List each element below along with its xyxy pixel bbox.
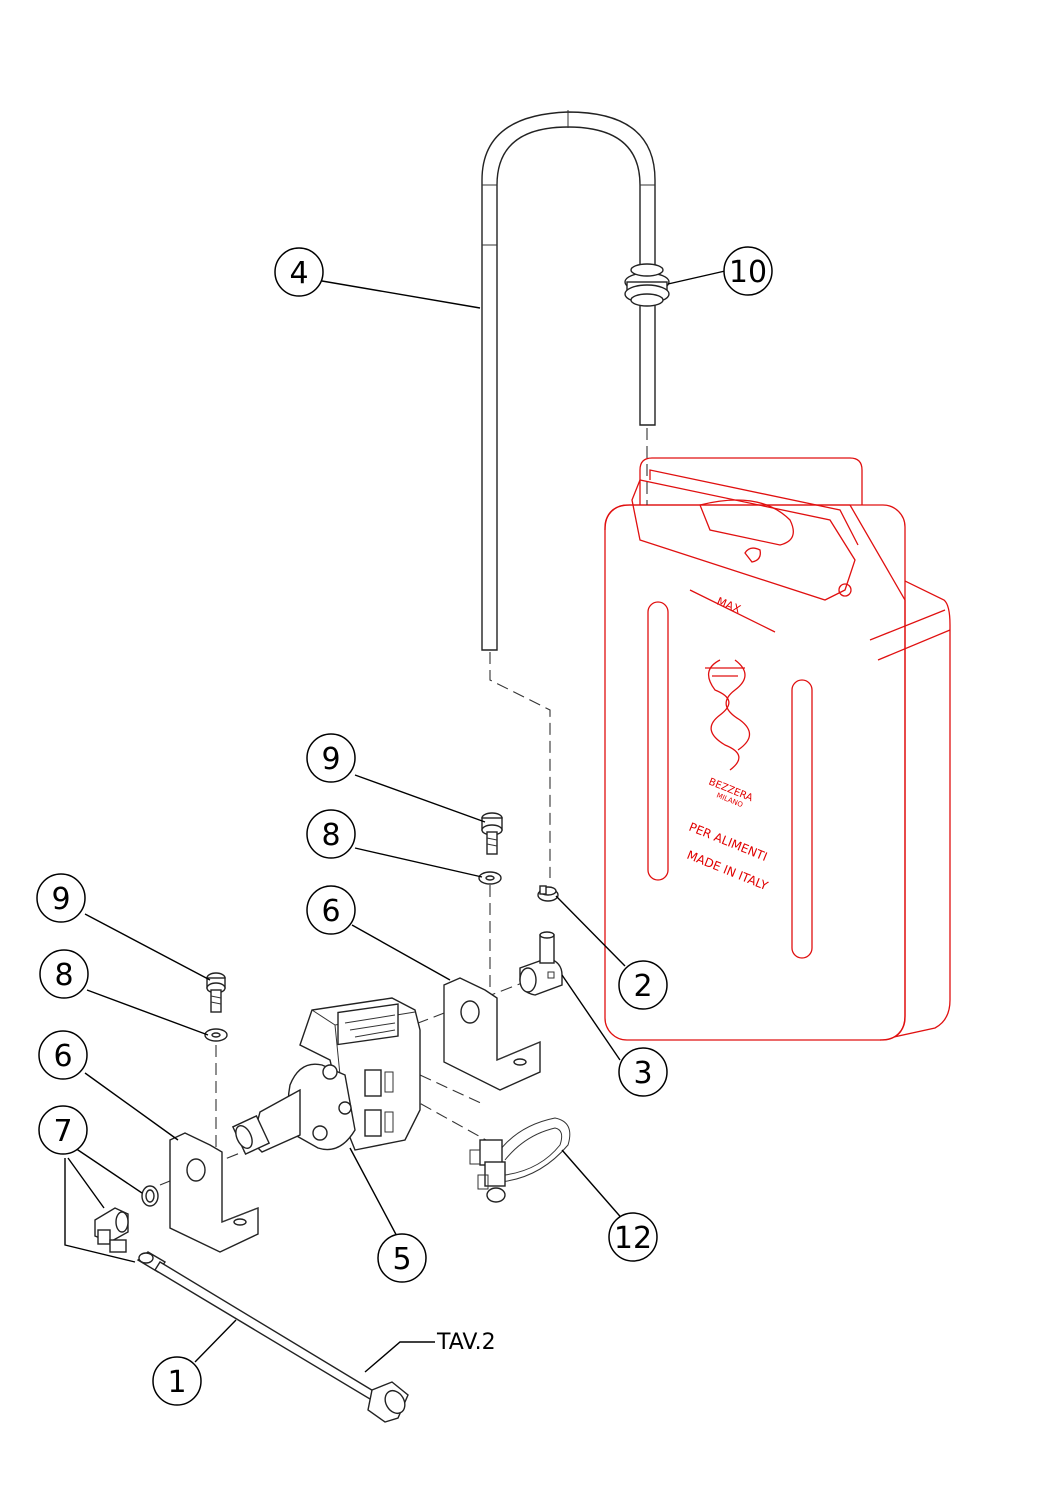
callout-9-lower: 9 (36, 873, 86, 923)
screw-part-9-upper (481, 812, 503, 855)
callout-6-upper-label: 6 (321, 894, 340, 929)
callout-5-label: 5 (392, 1242, 411, 1277)
callout-9-upper-label: 9 (321, 742, 340, 777)
water-tank: MAX BEZZERA MILANO PER ALIMENTI MADE IN … (604, 457, 951, 1041)
fitting-ring-part-7 (141, 1185, 159, 1207)
callout-6-upper: 6 (306, 885, 356, 935)
silicone-tube-part-4 (481, 110, 670, 651)
callout-9-lower-label: 9 (51, 882, 70, 917)
callout-7: 7 (38, 1105, 88, 1155)
callout-4-label: 4 (289, 256, 308, 291)
callout-5: 5 (377, 1233, 427, 1283)
vibration-pump-part-5 (231, 997, 421, 1156)
callout-4: 4 (274, 247, 324, 297)
callout-1-label: 1 (167, 1365, 186, 1400)
assembly-axes (159, 428, 648, 1186)
leader-lines (64, 270, 726, 1373)
callout-7-label: 7 (53, 1114, 72, 1149)
screw-part-9-lower (206, 972, 226, 1013)
elbow-fitting-part-3 (519, 931, 563, 996)
callout-3-label: 3 (633, 1056, 652, 1091)
callout-12: 12 (608, 1212, 658, 1262)
callout-2: 2 (618, 960, 668, 1010)
bracket-part-6-upper (443, 977, 541, 1091)
pipe-part-1 (136, 1251, 409, 1423)
callout-8-lower: 8 (39, 949, 89, 999)
callout-1: 1 (152, 1356, 202, 1406)
callout-8-upper: 8 (306, 809, 356, 859)
callout-3: 3 (618, 1047, 668, 1097)
callout-12-label: 12 (614, 1221, 652, 1256)
callout-8-upper-label: 8 (321, 818, 340, 853)
hose-clamp-part-2 (537, 885, 559, 902)
callout-6-lower-label: 6 (53, 1039, 72, 1074)
reference-table-label: TAV.2 (436, 1330, 496, 1355)
bracket-part-6-lower (169, 1132, 259, 1253)
callout-6-lower: 6 (38, 1030, 88, 1080)
callout-10-label: 10 (729, 255, 767, 290)
fitting-nut-part-7 (94, 1207, 129, 1253)
grommet-part-10 (624, 263, 670, 307)
washer-part-8-lower (204, 1028, 228, 1042)
washer-part-8-upper (478, 871, 502, 885)
cable-part-12 (469, 1117, 571, 1203)
callout-10: 10 (723, 246, 773, 296)
callout-9-upper: 9 (306, 733, 356, 783)
callout-8-lower-label: 8 (54, 958, 73, 993)
callout-2-label: 2 (633, 969, 652, 1004)
